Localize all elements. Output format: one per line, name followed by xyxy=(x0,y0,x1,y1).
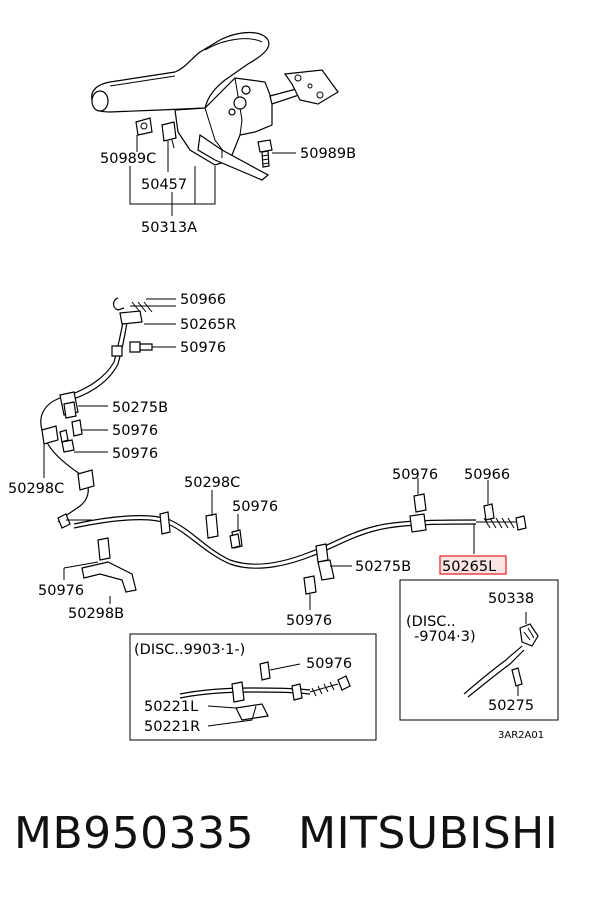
label-50976-bottom-mid: 50976 xyxy=(286,613,332,629)
cable-leader-lines xyxy=(43,298,489,610)
label-50989c: 50989C xyxy=(100,151,156,167)
footer-brand: MITSUBISHI xyxy=(298,808,559,859)
diagram-code: 3AR2A01 xyxy=(498,730,544,741)
label-50298c-left: 50298C xyxy=(8,481,64,497)
label-50221r: 50221R xyxy=(144,719,200,735)
label-50275b-left: 50275B xyxy=(112,400,168,416)
parking-brake-parts-diagram: 50989C 50989B 50457 50313A xyxy=(8,31,559,741)
label-50275: 50275 xyxy=(488,698,534,714)
label-50976-2: 50976 xyxy=(112,423,158,439)
label-50976-right: 50976 xyxy=(392,467,438,483)
label-50265l[interactable]: 50265L xyxy=(442,559,496,575)
upper-leader-lines xyxy=(129,135,296,216)
label-50457: 50457 xyxy=(141,177,187,193)
label-50298b: 50298B xyxy=(68,606,124,622)
cable-drawings xyxy=(40,297,527,595)
label-50989b: 50989B xyxy=(300,146,356,162)
label-50966-top: 50966 xyxy=(180,292,226,308)
footer-part-number: MB950335 xyxy=(14,808,255,859)
label-50275b-right: 50275B xyxy=(355,559,411,575)
label-50298c-mid: 50298C xyxy=(184,475,240,491)
lever-assembly-drawing xyxy=(91,31,339,181)
label-50265r: 50265R xyxy=(180,317,236,333)
label-50976-3: 50976 xyxy=(112,446,158,462)
inset-disc-9704 xyxy=(399,579,559,721)
inset-disc-9903 xyxy=(129,633,377,741)
label-50976-1: 50976 xyxy=(180,340,226,356)
label-50221l: 50221L xyxy=(144,699,198,715)
label-50976-mid: 50976 xyxy=(232,499,278,515)
inset-9704-note-line1: (DISC.. xyxy=(406,614,456,630)
label-50976-bottom-left: 50976 xyxy=(38,583,84,599)
inset-9704-note-line2: -9704·3) xyxy=(414,629,476,645)
label-50313a: 50313A xyxy=(141,220,197,236)
label-50338: 50338 xyxy=(488,591,534,607)
part-footer: MB950335 MITSUBISHI xyxy=(14,808,594,868)
highlight-box-50265l xyxy=(439,555,507,575)
inset-9903-note: (DISC..9903·1-) xyxy=(134,642,245,658)
label-50966-right: 50966 xyxy=(464,467,510,483)
label-50976-inset: 50976 xyxy=(306,656,352,672)
